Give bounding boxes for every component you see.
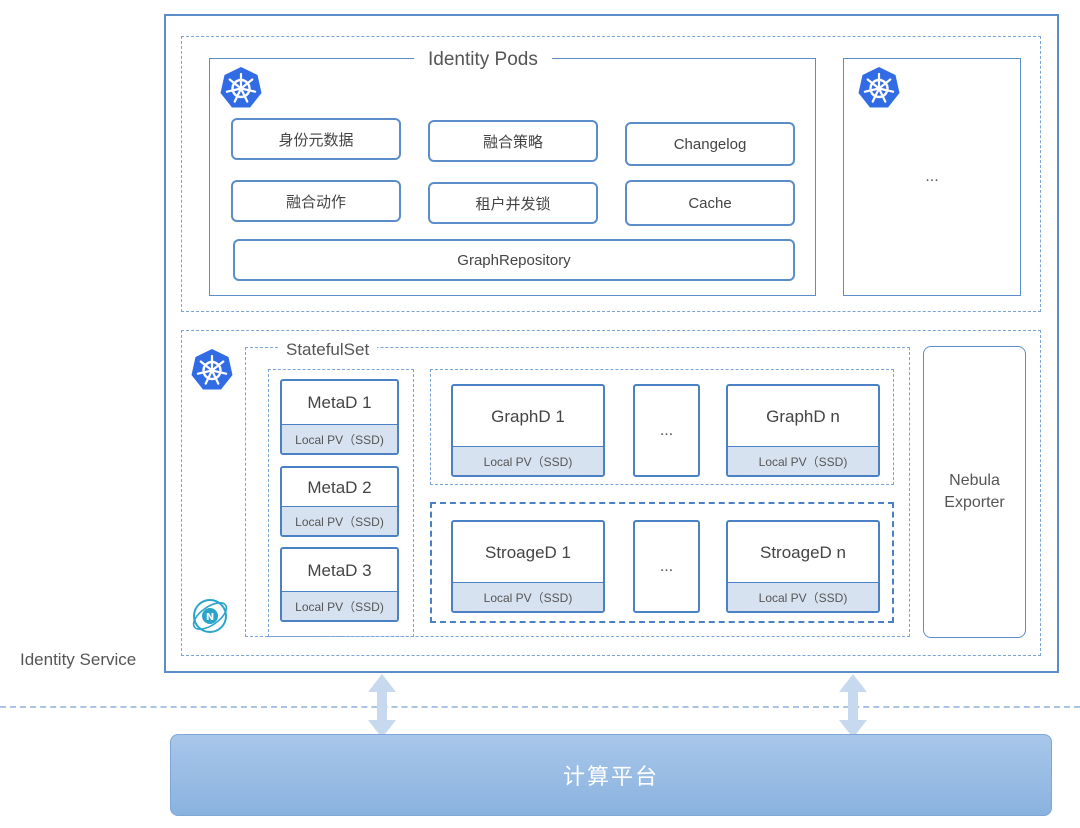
metad-node-3-name: MetaD 3 (307, 560, 372, 580)
graphd-node-n: GraphD n Local PV（SSD) (726, 384, 880, 477)
storaged-node-1: StroageD 1 Local PV（SSD) (451, 520, 605, 613)
graphd-ellipsis-node: ... (633, 384, 700, 477)
storaged-ellipsis: ... (659, 557, 674, 575)
identity-pod-other: ... (843, 58, 1021, 296)
metad-node-2-name: MetaD 2 (307, 477, 372, 497)
metad-node-1: MetaD 1 Local PV（SSD) (280, 379, 399, 455)
storaged-ellipsis-node: ... (633, 520, 700, 613)
identity-service-frame (164, 14, 1059, 673)
other-pod-ellipsis: ... (925, 168, 939, 185)
identity-pods-zone (181, 36, 1041, 312)
statefulset-frame (245, 347, 910, 637)
bidirectional-arrow-icon (368, 674, 396, 738)
graphd-group (430, 369, 894, 485)
compute-platform: 计算平台 (170, 734, 1052, 816)
platform-divider (0, 706, 1080, 708)
compute-platform-label: 计算平台 (562, 764, 659, 789)
storaged-node-n-name: StroageD n (760, 542, 846, 562)
module-identity-metadata: 身份元数据 (231, 118, 401, 160)
statefulset-title: StatefulSet (278, 339, 378, 361)
graphd-node-n-pv: Local PV（SSD) (728, 446, 878, 475)
graphd-ellipsis: ... (659, 421, 674, 439)
module-cache: Cache (625, 180, 795, 226)
graphd-node-1: GraphD 1 Local PV（SSD) (451, 384, 605, 477)
metad-node-2-pv: Local PV（SSD) (282, 506, 397, 535)
metad-node-2: MetaD 2 Local PV（SSD) (280, 466, 399, 537)
storaged-node-n-pv: Local PV（SSD) (728, 582, 878, 611)
bidirectional-arrow-icon-right (839, 674, 867, 738)
graphd-node-1-pv: Local PV（SSD) (453, 446, 603, 475)
storaged-group (430, 502, 894, 623)
metad-node-3: MetaD 3 Local PV（SSD) (280, 547, 399, 622)
metad-group (268, 369, 414, 637)
kubernetes-icon-secondary (857, 66, 901, 110)
identity-pods-title: Identity Pods (414, 48, 552, 72)
graphd-node-n-name: GraphD n (766, 406, 840, 426)
module-tenant-lock: 租户并发锁 (428, 182, 598, 224)
metad-node-1-name: MetaD 1 (307, 393, 372, 412)
metad-node-1-pv: Local PV（SSD) (282, 424, 397, 453)
nebula-exporter: Nebula Exporter (923, 346, 1026, 638)
metad-node-3-pv: Local PV（SSD) (282, 591, 397, 620)
module-graph-repository: GraphRepository (233, 239, 795, 281)
graphd-node-1-name: GraphD 1 (491, 406, 565, 426)
module-changelog: Changelog (625, 122, 795, 166)
identity-service-label: Identity Service (20, 650, 137, 669)
nebula-exporter-label: Nebula Exporter (944, 472, 1005, 511)
module-fusion-policy: 融合策略 (428, 120, 598, 162)
storaged-node-1-pv: Local PV（SSD) (453, 582, 603, 611)
storaged-node-n: StroageD n Local PV（SSD) (726, 520, 880, 613)
kubernetes-icon-nebula (190, 348, 234, 392)
kubernetes-icon (219, 66, 263, 110)
nebula-graph-icon: N (192, 599, 228, 633)
module-fusion-action: 融合动作 (231, 180, 401, 222)
storaged-node-1-name: StroageD 1 (485, 542, 571, 562)
svg-text:N: N (206, 612, 214, 623)
nebula-zone (181, 330, 1041, 656)
